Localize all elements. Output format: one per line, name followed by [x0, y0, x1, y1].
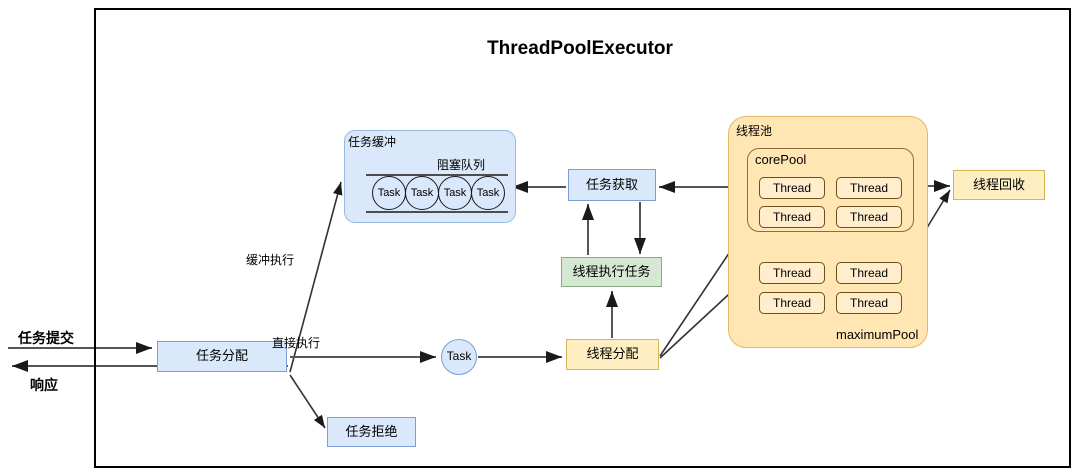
- queue-task-item: Task: [405, 176, 439, 210]
- queue-task-item: Task: [471, 176, 505, 210]
- edge-label-task-submit: 任务提交: [18, 330, 74, 346]
- task-dispatch-node: 任务分配: [157, 341, 287, 372]
- maximum-pool-thread: Thread: [836, 292, 902, 314]
- thread-recycle-node: 线程回收: [953, 170, 1045, 200]
- edge-label-response: 响应: [30, 377, 58, 393]
- core-pool-thread: Thread: [759, 206, 825, 228]
- core-pool-thread: Thread: [836, 177, 902, 199]
- edge-task-reject: [289, 374, 326, 429]
- diagram-outer-frame: [94, 8, 1071, 468]
- edge-label-buffered-exec: 缓冲执行: [246, 253, 295, 267]
- page-title: ThreadPoolExecutor: [487, 38, 673, 59]
- queue-rail-top: [366, 174, 508, 176]
- blocking-queue-label: 阻塞队列: [437, 158, 486, 172]
- maximum-pool-thread: Thread: [759, 262, 825, 284]
- thread-allocate-node: 线程分配: [566, 339, 659, 370]
- maximum-pool-label: maximumPool: [836, 327, 919, 342]
- core-pool-thread: Thread: [836, 206, 902, 228]
- core-pool-container: [747, 148, 914, 232]
- edge-label-direct-exec: 直接执行: [272, 336, 321, 350]
- task-fetch-node: 任务获取: [568, 169, 656, 201]
- task-reject-node: 任务拒绝: [327, 417, 416, 447]
- maximum-pool-thread: Thread: [759, 292, 825, 314]
- thread-pool-label: 线程池: [736, 124, 773, 138]
- thread-execute-task-node: 线程执行任务: [561, 257, 662, 287]
- queue-task-item: Task: [372, 176, 406, 210]
- task-circle-node: Task: [441, 339, 477, 375]
- core-pool-label: corePool: [755, 152, 807, 167]
- edge-buffered-exec: [289, 181, 343, 373]
- queue-task-item: Task: [438, 176, 472, 210]
- core-pool-thread: Thread: [759, 177, 825, 199]
- queue-rail-bottom: [366, 211, 508, 213]
- maximum-pool-thread: Thread: [836, 262, 902, 284]
- task-buffer-label: 任务缓冲: [348, 135, 397, 149]
